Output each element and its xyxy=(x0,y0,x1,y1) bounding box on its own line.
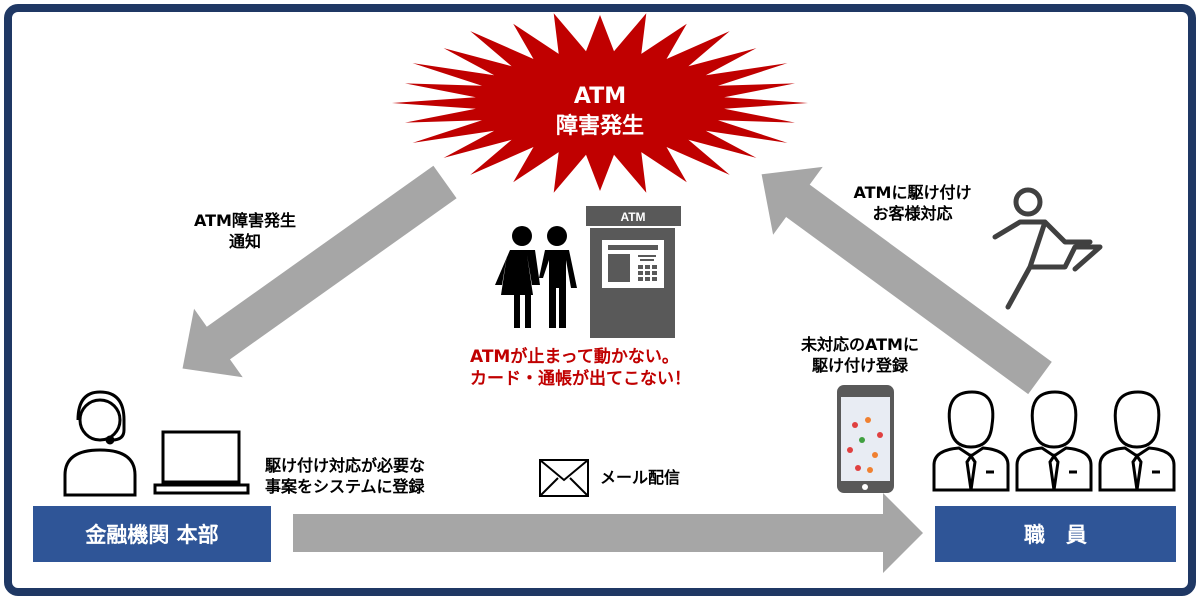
rush-label-line2: お客様対応 xyxy=(872,204,953,223)
alert-title-line1: ATM xyxy=(573,84,627,109)
customer-message-line2: カード・通帳が出てこない！ xyxy=(470,369,691,389)
rush-label-line1: ATMに駆け付け xyxy=(853,183,972,202)
customer-message-line1: ATMが止まって動かない。 xyxy=(470,347,679,367)
mail-arrow xyxy=(293,493,923,573)
system-label-line1: 駆け付け対応が必要な xyxy=(265,456,426,475)
rush-arrow xyxy=(761,166,1052,395)
alert-title: ATM 障害発生 xyxy=(500,82,700,142)
register-label-line2: 駆け付け登録 xyxy=(811,356,908,375)
headset-operator-icon xyxy=(63,390,137,497)
notify-label-line1: ATM障害発生 xyxy=(194,211,296,230)
alert-starburst xyxy=(392,13,808,193)
staff-icons xyxy=(932,390,1176,492)
staff-person-icon xyxy=(932,390,1010,492)
staff-box: 職 員 xyxy=(935,506,1176,562)
customers-couple-icon xyxy=(495,226,577,328)
notify-label-line2: 通知 xyxy=(228,232,261,251)
smartphone-map-icon xyxy=(837,385,894,493)
register-label: 未対応のATMに 駆け付け登録 xyxy=(790,334,930,376)
atm-machine-icon: ATM xyxy=(586,206,681,338)
notify-arrow xyxy=(182,165,457,378)
hq-box: 金融機関 本部 xyxy=(33,506,271,562)
staff-person-icon xyxy=(1015,390,1093,492)
envelope-icon xyxy=(539,459,589,497)
staff-person-icon xyxy=(1098,390,1176,492)
rush-label: ATMに駆け付け お客様対応 xyxy=(845,182,980,224)
system-label-line2: 事案をシステムに登録 xyxy=(265,477,425,496)
atm-sign: ATM xyxy=(620,210,645,224)
register-label-line1: 未対応のATMに xyxy=(801,335,919,354)
mail-label: メール配信 xyxy=(600,468,681,487)
customer-message: ATMが止まって動かない。 カード・通帳が出てこない！ xyxy=(470,346,740,390)
running-person-icon xyxy=(992,187,1103,310)
alert-title-line2: 障害発生 xyxy=(555,114,644,139)
diagram-frame xyxy=(4,4,1196,596)
system-label: 駆け付け対応が必要な 事案をシステムに登録 xyxy=(265,455,425,497)
laptop-icon xyxy=(153,430,250,495)
notify-label: ATM障害発生 通知 xyxy=(175,210,315,252)
